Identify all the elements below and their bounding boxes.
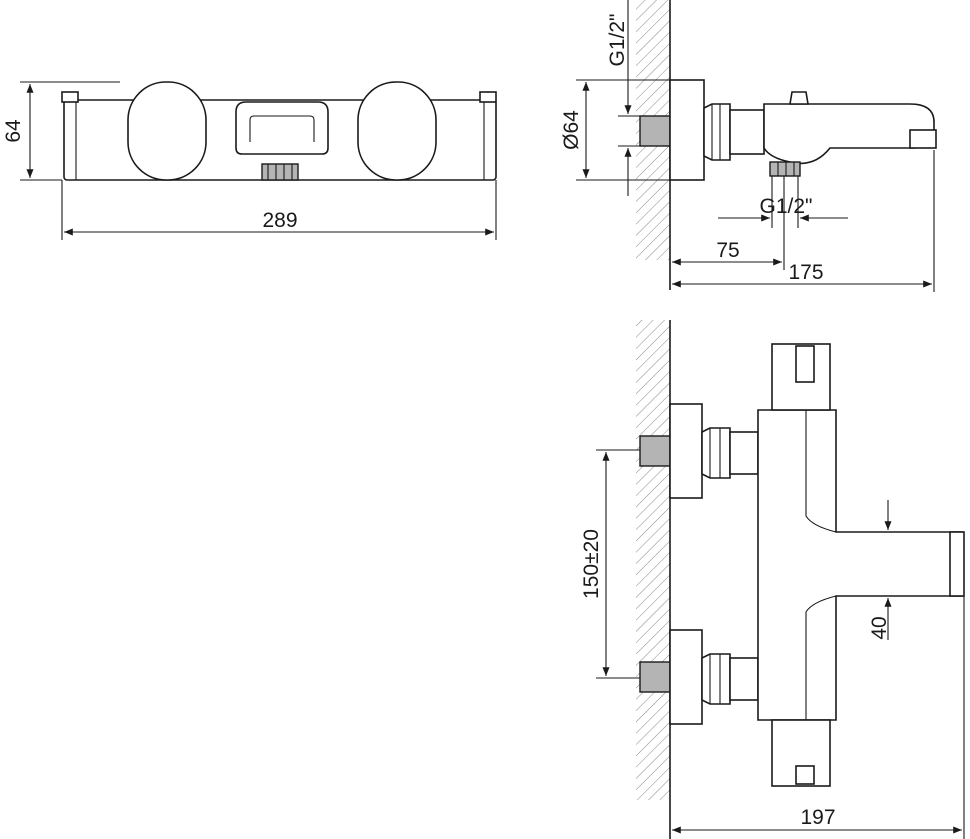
top-handle-notch: [795, 345, 815, 383]
wall-connector-side: [639, 115, 671, 147]
center-diverter: [235, 101, 329, 155]
front-depth-label: 197: [800, 806, 835, 829]
side-body-spout: [763, 103, 935, 165]
side-thread-bottom-label: G1/2": [760, 195, 813, 218]
bottom-outlet-thread: [261, 163, 299, 181]
nut-lower: [701, 653, 731, 705]
mixer-body-front: [757, 409, 963, 721]
wall-flange-side: [669, 79, 705, 181]
front-spacing-label: 150±20: [580, 529, 603, 599]
side-knob: [789, 91, 809, 105]
side-union: [729, 109, 765, 155]
front-spout-height-label: 40: [868, 616, 891, 639]
side-diameter-label: Ø64: [560, 110, 583, 150]
nut-upper: [701, 427, 731, 479]
left-handle: [127, 81, 207, 181]
side-offset-label: 75: [716, 239, 739, 262]
top-width-label: 289: [262, 209, 297, 232]
side-view: G1/2" Ø64 G1/2" 75 175: [560, 0, 937, 292]
front-view: 150±20 40 197: [580, 320, 965, 839]
wall-connector-upper: [639, 435, 671, 467]
bottom-handle-notch: [795, 765, 815, 785]
top-view: 64 289: [2, 81, 497, 240]
side-depth-label: 175: [788, 261, 823, 284]
wall-connector-lower: [639, 661, 671, 693]
left-cap: [61, 91, 79, 103]
union-lower: [729, 657, 759, 701]
wall-hatch-front: [636, 320, 670, 800]
top-height-label: 64: [2, 119, 25, 143]
spout-tip-front: [949, 531, 965, 597]
side-outlet: [769, 161, 801, 177]
side-nut: [703, 103, 731, 161]
right-handle: [357, 81, 437, 181]
side-thread-top-label: G1/2": [606, 14, 629, 67]
flange-lower: [669, 629, 703, 725]
side-spout-tip: [909, 129, 937, 149]
union-upper: [729, 431, 759, 475]
right-cap: [479, 91, 497, 103]
flange-upper: [669, 403, 703, 499]
